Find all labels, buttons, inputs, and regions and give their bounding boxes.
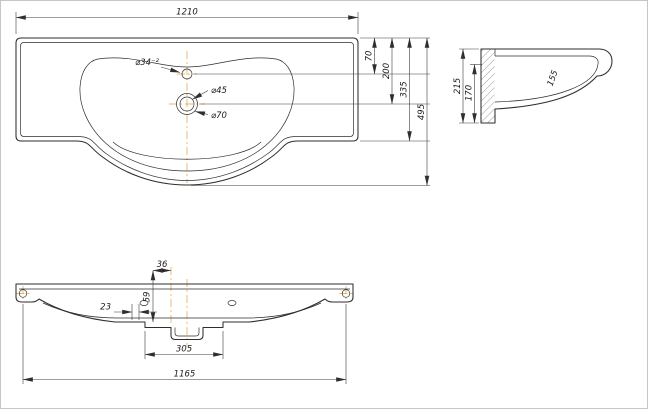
left-hole-centerlines [16, 286, 30, 301]
dim-label-1165: 1165 [174, 370, 196, 380]
front-outer-outline [15, 283, 354, 341]
dim-label-200: 200 [382, 63, 392, 79]
plan-view: 1210 70 200 335 495 ⌀34⁻² ⌀45 ⌀70 [15, 8, 430, 186]
plan-basin-deck-curve [97, 57, 277, 68]
side-outer-outline [480, 48, 613, 124]
drain-outer-leader [195, 111, 209, 116]
front-inner-wall-line [42, 302, 322, 319]
dim-label-1210: 1210 [176, 8, 198, 18]
drain-inner-label: ⌀45 [211, 86, 227, 96]
front-view: 36 59 23 305 1165 [15, 260, 354, 384]
dim-label-59: 59 [143, 292, 153, 303]
drain-outer-circle [176, 93, 198, 115]
dim-label-70: 70 [365, 51, 375, 62]
faucet-hole-label: ⌀34⁻² [135, 58, 159, 68]
dim-label-155: 155 [546, 69, 561, 88]
dim-label-170: 170 [465, 85, 475, 101]
section-hatch [481, 49, 495, 123]
faucet-leader-line [160, 66, 181, 73]
drain-outer-label: ⌀70 [211, 111, 227, 121]
plan-outer-outline [15, 37, 359, 186]
side-view: 215 170 155 [453, 48, 613, 124]
right-overflow-hole [227, 300, 237, 306]
plan-basin-bottom-curve [112, 141, 262, 160]
left-mounting-hole [18, 289, 28, 298]
plan-rim-inner-line [20, 42, 354, 181]
dim-label-36: 36 [157, 260, 168, 270]
drain-inner-circle [179, 96, 195, 112]
right-hole-centerlines [339, 286, 353, 301]
plan-basin-outline [79, 58, 295, 172]
left-overflow-hole [139, 300, 149, 306]
trap-inner-line [174, 327, 200, 337]
side-bowl-inner-line [494, 55, 599, 103]
dim-label-495: 495 [417, 104, 427, 120]
dim-label-305: 305 [176, 345, 192, 355]
drain-inner-leader [192, 90, 209, 100]
faucet-hole [181, 68, 193, 80]
dim-label-215: 215 [453, 78, 463, 94]
right-mounting-hole [341, 289, 351, 298]
dim-label-23: 23 [100, 303, 111, 313]
dim-label-335: 335 [400, 81, 410, 97]
